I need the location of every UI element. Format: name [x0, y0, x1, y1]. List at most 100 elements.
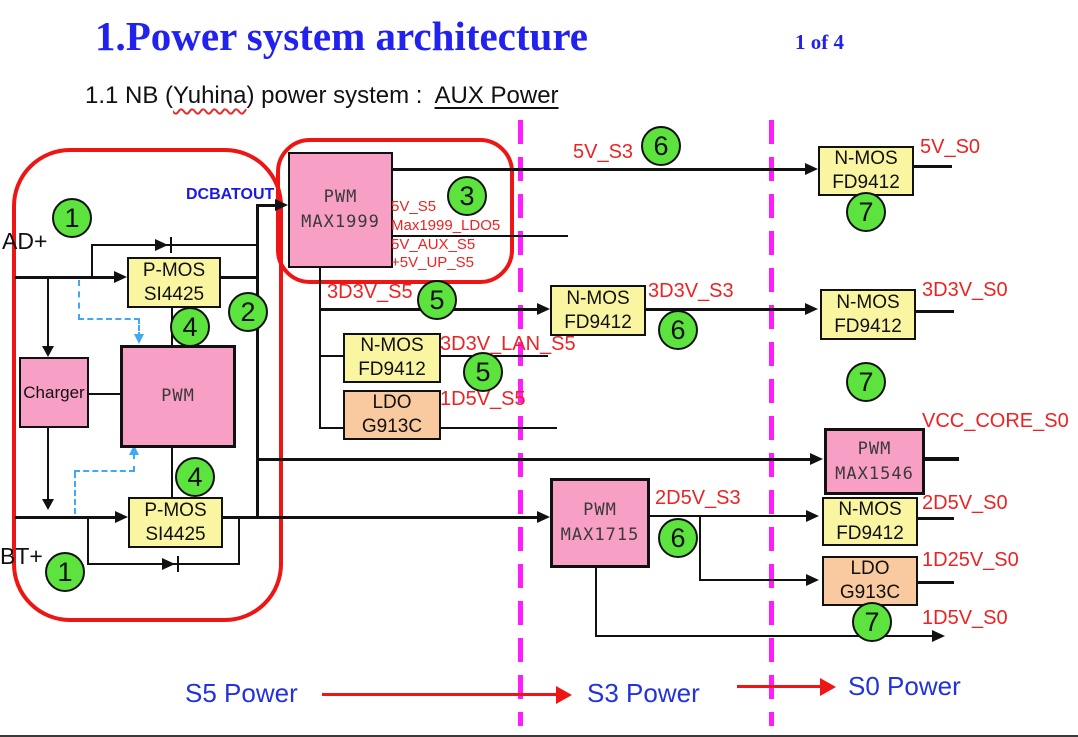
block-ldo-s0: LDO G913C — [822, 556, 918, 606]
label-1d5v-s0: 1D5V_S0 — [922, 607, 1008, 629]
label-max1999-out-5v-s5: 5V_S5 — [391, 198, 437, 215]
block-label: N-MOS — [834, 148, 898, 170]
wire-1d5v-s0-arrow — [932, 630, 945, 642]
badge-7-5v-s0: 7 — [846, 192, 886, 232]
block-pmos-bottom: P-MOS SI4425 — [128, 497, 223, 548]
wire-dcbatout-arrow — [275, 199, 288, 211]
block-part-number: SI4425 — [143, 283, 205, 305]
wire-3d3v-s3-arrow — [805, 303, 818, 315]
block-part-number: MAX1546 — [835, 463, 914, 484]
ctrl-dash-bottom-v2 — [133, 453, 135, 472]
label-1d25v-s0: 1D25V_S0 — [922, 549, 1019, 571]
ctrl-dash-bottom-v1 — [74, 472, 76, 514]
max1999-section-outline — [276, 138, 514, 284]
wire-bottom-bypass-return — [238, 518, 240, 565]
block-pwm-max1999: PWM MAX1999 — [288, 152, 393, 268]
wire-1d5v-s5 — [437, 427, 557, 429]
block-label: PWM — [583, 500, 617, 521]
block-label: N-MOS — [566, 287, 630, 309]
footer-arrow-s3-s0 — [737, 685, 822, 688]
wire-battery-to-max1546 — [256, 458, 818, 461]
wire-branch-nmos-lan — [319, 355, 343, 357]
label-max1999-out-up: +5V_UP_S5 — [391, 254, 474, 271]
wire-pmos-bottom-gate — [171, 442, 173, 497]
ctrl-dash-top-h — [78, 318, 140, 320]
wire-5v-aux — [389, 235, 568, 237]
block-label: N-MOS — [838, 498, 902, 520]
wire-ad-to-charger-arrow — [42, 346, 54, 357]
wire-2d5v-branch-h — [699, 579, 814, 581]
label-3d3v-s0: 3D3V_S0 — [922, 279, 1008, 301]
subtitle: 1.1 NB (Yuhina) power system : AUX Power — [85, 82, 559, 110]
badge-4-gate-bottom: 4 — [175, 457, 215, 497]
wire-3d3v-s5-arrow — [537, 303, 550, 315]
wire-charger-to-bt-arrow — [42, 499, 54, 510]
footer-arrow-s3-s0-head — [820, 678, 836, 696]
footer-arrow-s5-s3-head — [556, 686, 572, 704]
label-bt-plus: BT+ — [0, 543, 43, 569]
wire-2d5v-branch-v — [699, 516, 701, 581]
subtitle-product-name: Yuhina — [173, 82, 247, 109]
block-nmos-2d5v-s0: N-MOS FD9412 — [822, 497, 918, 546]
battery-section-outline — [12, 148, 283, 622]
s5-s3-divider — [518, 120, 523, 726]
ctrl-dash-bottom-arrow — [129, 445, 139, 455]
ctrl-dash-bottom-h — [74, 470, 135, 472]
block-nmos-3d3v-s0: N-MOS FD9412 — [820, 289, 916, 340]
block-part-number: FD9412 — [834, 315, 902, 337]
wire-battery-to-max1546-arrow — [810, 453, 823, 465]
wire-5v-s3 — [389, 168, 813, 171]
wire-2d5v-s3 — [644, 515, 810, 517]
block-part-number: FD9412 — [358, 359, 426, 380]
block-part-number: MAX1715 — [560, 525, 640, 545]
bottom-diode-arrow — [162, 558, 175, 570]
ctrl-dash-top-v2 — [138, 318, 140, 338]
block-nmos-5v-s0: N-MOS FD9412 — [818, 146, 914, 196]
wire-charger-to-bt — [47, 425, 49, 501]
label-3d3v-s3: 3D3V_S3 — [648, 280, 734, 302]
page-indicator: 1 of 4 — [795, 30, 844, 54]
subtitle-mid: ) power system : — [246, 82, 435, 109]
block-label: LDO — [372, 392, 412, 414]
wire-branch-ldo-s5 — [319, 427, 343, 429]
block-label: LDO — [850, 558, 890, 580]
wire-1d25v-s0-stub — [914, 581, 954, 584]
label-5v-s0: 5V_S0 — [920, 136, 981, 158]
wire-top-bypass — [91, 244, 257, 246]
label-2d5v-s3: 2D5V_S3 — [655, 487, 741, 509]
wire-battery-to-max1715 — [219, 516, 546, 519]
wire-ad-input-arrow — [114, 271, 127, 283]
label-max1999-out-ldo5: Max1999_LDO5 — [391, 217, 501, 234]
block-pwm-max1546: PWM MAX1546 — [824, 428, 925, 495]
wire-2d5v-s3-arrow — [806, 510, 819, 522]
block-label: PWM — [161, 386, 195, 407]
block-label: PWM — [323, 187, 358, 208]
block-pwm-max1715: PWM MAX1715 — [550, 478, 650, 568]
badge-6-2d5v-s3: 6 — [658, 518, 698, 558]
label-vcc-core-s0: VCC_CORE_S0 — [922, 410, 1069, 432]
wire-dcbatout — [256, 204, 284, 207]
badge-7-1d5v-s0: 7 — [852, 602, 892, 642]
wire-bt-input — [15, 516, 123, 519]
block-label: N-MOS — [360, 335, 424, 357]
wire-1d5v-s0-v — [595, 562, 597, 637]
wire-bottom-bypass-riser — [87, 518, 89, 565]
wire-2d5v-branch-arrow — [806, 574, 819, 586]
block-pmos-top: P-MOS SI4425 — [127, 257, 221, 308]
label-1d5v-s5: 1D5V_S5 — [440, 388, 526, 410]
top-diode-arrow — [155, 239, 168, 251]
block-label: P-MOS — [144, 499, 207, 521]
footer-s5-power: S5 Power — [185, 678, 298, 708]
badge-6-5v-s3: 6 — [641, 126, 681, 166]
label-3d3v-s5: 3D3V_S5 — [327, 281, 413, 303]
subtitle-prefix: 1.1 NB ( — [85, 82, 174, 109]
wire-max1999-drop — [319, 264, 321, 429]
block-pwm-main: PWM — [120, 345, 236, 448]
wire-ad-input — [15, 276, 122, 279]
badge-5-3d3v-s5: 5 — [417, 280, 457, 320]
badge-1-ad: 1 — [52, 198, 92, 238]
block-part-number: FD9412 — [564, 311, 632, 333]
badge-5-lan: 5 — [463, 352, 503, 392]
badge-3-ldo5: 3 — [447, 176, 487, 216]
